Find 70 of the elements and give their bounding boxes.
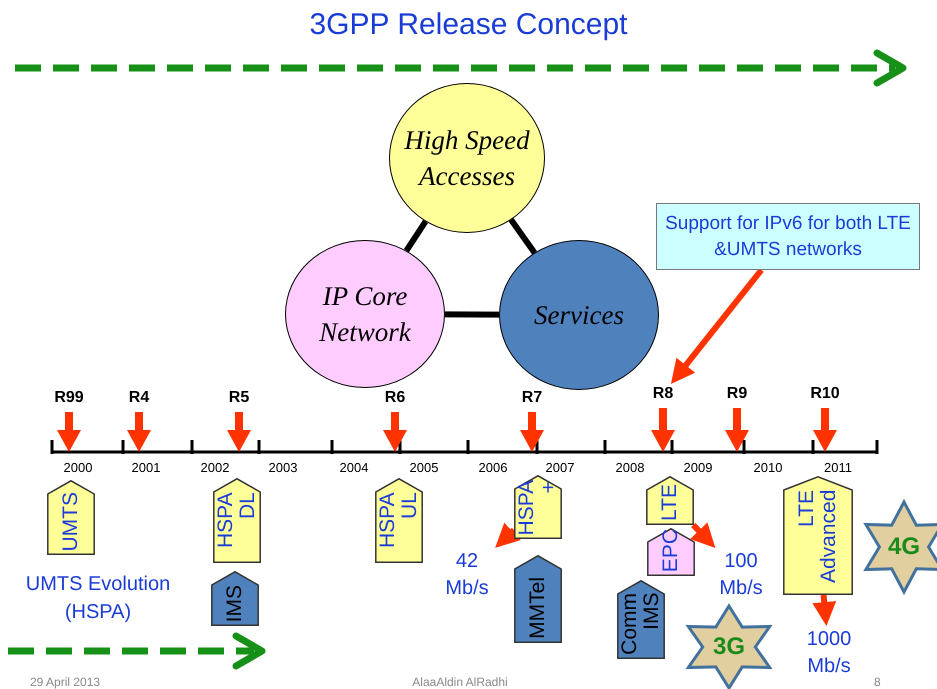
block-arrow — [383, 412, 407, 452]
year-label: 2005 — [408, 460, 440, 475]
feature-tag — [514, 475, 562, 539]
block-arrow — [651, 408, 675, 452]
release-label: R99 — [50, 388, 88, 408]
feature-tag — [213, 478, 261, 563]
release-label: R9 — [723, 384, 751, 404]
feature-tag — [783, 476, 853, 595]
callout-box — [656, 203, 920, 270]
speed-label: 1000 Mb/s — [796, 626, 862, 680]
tag-text: UMTS — [60, 492, 82, 551]
speed-label: 100 Mb/s — [708, 548, 774, 602]
year-label: 2007 — [544, 460, 576, 475]
author-text: AlaaAldin AlRadhi — [411, 675, 509, 689]
year-label: 2011 — [823, 460, 853, 475]
year-label: 2010 — [752, 460, 784, 475]
year-label: 2009 — [682, 460, 714, 475]
callout-text: Support for IPv6 for both LTE &UMTS networks — [664, 212, 912, 262]
feature-tag — [646, 476, 694, 525]
caption-text: UMTS Evolution (HSPA) — [24, 572, 172, 625]
connector-line — [508, 218, 537, 254]
arrow — [495, 522, 521, 548]
block-arrow — [725, 408, 749, 452]
year-label: 2008 — [614, 460, 646, 475]
block-arrow — [520, 412, 544, 452]
star-text: 3G — [712, 633, 745, 661]
star-text: 4G — [888, 533, 920, 561]
arrow — [812, 594, 836, 626]
slide-title: 3GPP Release Concept — [308, 8, 628, 42]
connector-line — [444, 311, 500, 318]
feature-tag — [617, 580, 665, 659]
block-arrow — [127, 412, 151, 452]
tag-text: LTE Advanced — [796, 490, 840, 586]
tag-text: HSPA DL — [214, 492, 260, 550]
release-label: R6 — [381, 388, 409, 408]
tag-text: Comm IMS — [618, 593, 664, 655]
arrow — [670, 268, 764, 384]
feature-tag — [647, 528, 695, 576]
speed-label: 42 Mb/s — [437, 548, 497, 602]
tag-text: IMS — [224, 584, 246, 622]
release-label: R10 — [806, 384, 844, 404]
block-arrow — [57, 412, 81, 452]
arrow — [690, 522, 716, 548]
feature-tag — [211, 571, 259, 626]
year-label: 2002 — [200, 460, 230, 475]
tag-text: EPC — [660, 528, 682, 572]
year-label: 2004 — [338, 460, 370, 475]
block-arrow — [813, 408, 837, 452]
tag-text: MMTel — [526, 577, 550, 639]
date-text: 29 April 2013 — [30, 675, 100, 689]
release-label: R8 — [649, 384, 677, 404]
tag-text: HSPA UL — [376, 492, 422, 550]
circle-text: IP Core Network — [318, 280, 412, 349]
tag-text: LTE — [658, 484, 682, 521]
feature-tag — [375, 478, 423, 563]
circle-text: Services — [533, 298, 625, 332]
circle-text: High Speed Accesses — [403, 124, 531, 193]
release-label: R4 — [125, 388, 153, 408]
year-label: 2000 — [62, 460, 94, 475]
year-label: 2006 — [478, 460, 508, 475]
release-label: R5 — [225, 388, 253, 408]
feature-tag — [514, 555, 562, 643]
connector-line — [404, 220, 428, 252]
year-label: 2003 — [268, 460, 298, 475]
year-label: 2001 — [130, 460, 162, 475]
feature-tag — [47, 480, 95, 555]
page-number: 8 — [874, 675, 881, 689]
block-arrow — [227, 412, 251, 452]
tag-text: HSPA + — [516, 480, 560, 535]
release-label: R7 — [518, 388, 546, 408]
